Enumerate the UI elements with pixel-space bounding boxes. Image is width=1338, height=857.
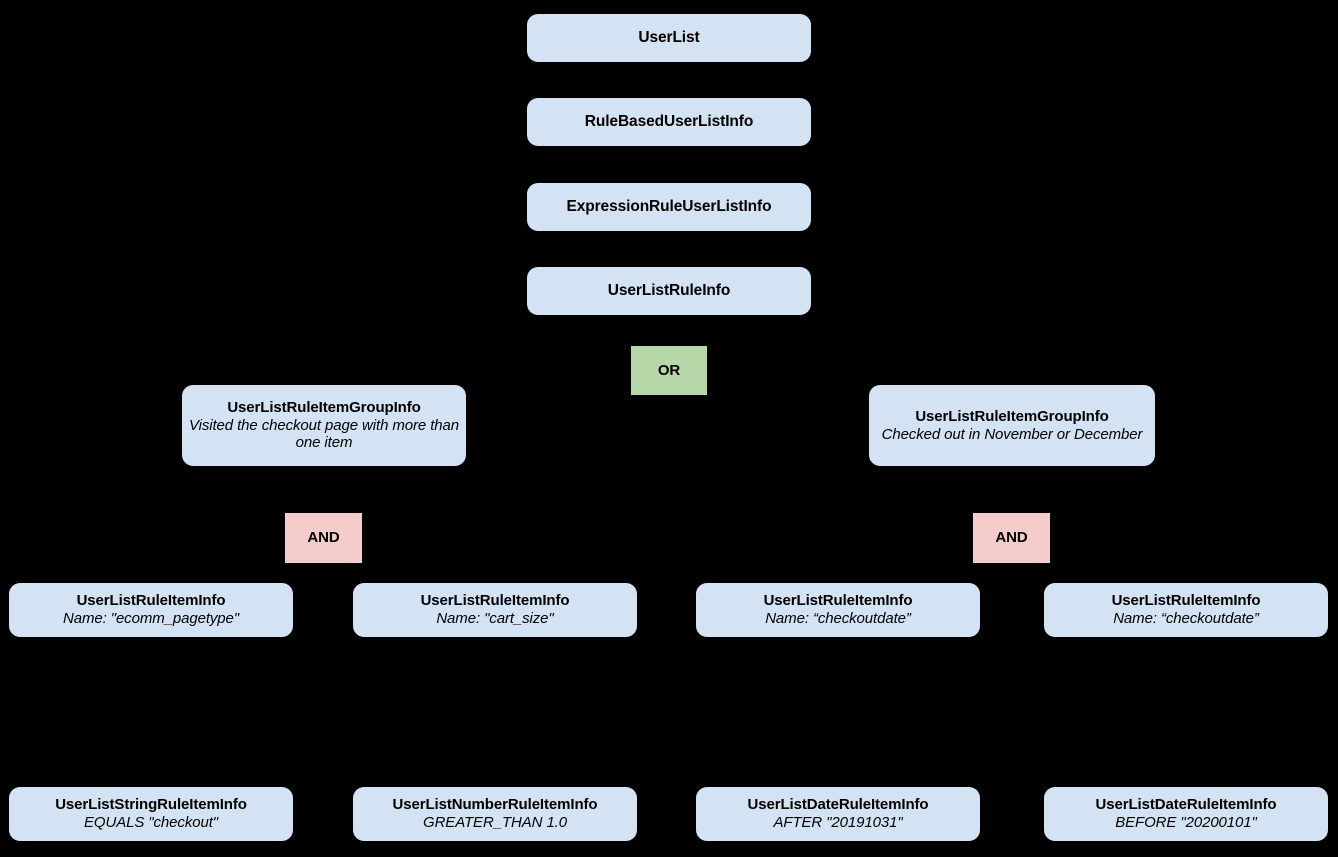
node-title: UserListRuleItemGroupInfo bbox=[915, 407, 1109, 425]
node-title: AND bbox=[307, 529, 340, 547]
node-title: UserListRuleItemInfo bbox=[763, 592, 913, 610]
node-title: UserListNumberRuleItemInfo bbox=[392, 796, 598, 814]
node-title: UserListStringRuleItemInfo bbox=[55, 796, 247, 814]
node-group-right[interactable]: UserListRuleItemGroupInfo Checked out in… bbox=[869, 385, 1155, 466]
edge-and-left-item2 bbox=[361, 537, 496, 582]
node-rule-item-ecomm-pagetype[interactable]: UserListRuleItemInfo Name: "ecomm_pagety… bbox=[9, 583, 293, 637]
node-group-left[interactable]: UserListRuleItemGroupInfo Visited the ch… bbox=[182, 385, 466, 466]
node-subtitle: Name: “checkoutdate” bbox=[1113, 610, 1259, 627]
node-string-rule-item[interactable]: UserListStringRuleItemInfo EQUALS "check… bbox=[9, 787, 293, 841]
node-subtitle: Name: “checkoutdate” bbox=[765, 610, 911, 627]
node-rule-item-checkoutdate-after[interactable]: UserListRuleItemInfo Name: “checkoutdate… bbox=[696, 583, 980, 637]
node-date-rule-item-after[interactable]: UserListDateRuleItemInfo AFTER "20191031… bbox=[696, 787, 980, 841]
node-title: UserListDateRuleItemInfo bbox=[747, 796, 929, 814]
node-date-rule-item-before[interactable]: UserListDateRuleItemInfo BEFORE "2020010… bbox=[1044, 787, 1328, 841]
node-subtitle: Visited the checkout page with more than… bbox=[188, 416, 460, 452]
node-title: UserListDateRuleItemInfo bbox=[1095, 796, 1277, 814]
node-rulebaseduserlistinfo[interactable]: RuleBasedUserListInfo bbox=[527, 98, 811, 146]
node-title: UserListRuleItemInfo bbox=[420, 592, 570, 610]
node-subtitle: Name: "cart_size" bbox=[436, 610, 554, 627]
node-rule-item-cart-size[interactable]: UserListRuleItemInfo Name: "cart_size" bbox=[353, 583, 637, 637]
node-title: UserListRuleItemInfo bbox=[1111, 592, 1261, 610]
node-title: UserListRuleItemGroupInfo bbox=[227, 398, 421, 416]
node-subtitle: AFTER "20191031" bbox=[773, 814, 903, 831]
node-title: RuleBasedUserListInfo bbox=[584, 112, 754, 130]
node-subtitle: EQUALS "checkout" bbox=[83, 814, 218, 831]
node-title: ExpressionRuleUserListInfo bbox=[566, 197, 772, 215]
node-subtitle: Name: "ecomm_pagetype" bbox=[62, 610, 240, 627]
node-subtitle: BEFORE "20200101" bbox=[1115, 814, 1257, 831]
node-title: AND bbox=[995, 529, 1028, 547]
node-and-operator-right[interactable]: AND bbox=[973, 513, 1050, 563]
node-rule-item-checkoutdate-before[interactable]: UserListRuleItemInfo Name: “checkoutdate… bbox=[1044, 583, 1328, 637]
edge-and-left-item1 bbox=[150, 537, 286, 582]
node-expressionruleuserlistinfo[interactable]: ExpressionRuleUserListInfo bbox=[527, 183, 811, 231]
node-or-operator[interactable]: OR bbox=[631, 346, 707, 395]
node-userlistruleinfo[interactable]: UserListRuleInfo bbox=[527, 267, 811, 315]
node-userlist[interactable]: UserList bbox=[527, 14, 811, 62]
node-title: OR bbox=[657, 361, 681, 379]
node-subtitle: Checked out in November or December bbox=[881, 425, 1143, 443]
edge-and-right-item4 bbox=[1049, 537, 1187, 582]
node-title: UserList bbox=[638, 28, 700, 46]
edge-or-group-left bbox=[322, 367, 632, 387]
node-subtitle: GREATER_THAN 1.0 bbox=[423, 814, 567, 831]
edge-or-group-right bbox=[706, 367, 1013, 387]
edge-and-right-item3 bbox=[837, 537, 974, 582]
node-and-operator-left[interactable]: AND bbox=[285, 513, 362, 563]
node-title: UserListRuleInfo bbox=[607, 281, 731, 299]
node-number-rule-item[interactable]: UserListNumberRuleItemInfo GREATER_THAN … bbox=[353, 787, 637, 841]
node-title: UserListRuleItemInfo bbox=[76, 592, 226, 610]
